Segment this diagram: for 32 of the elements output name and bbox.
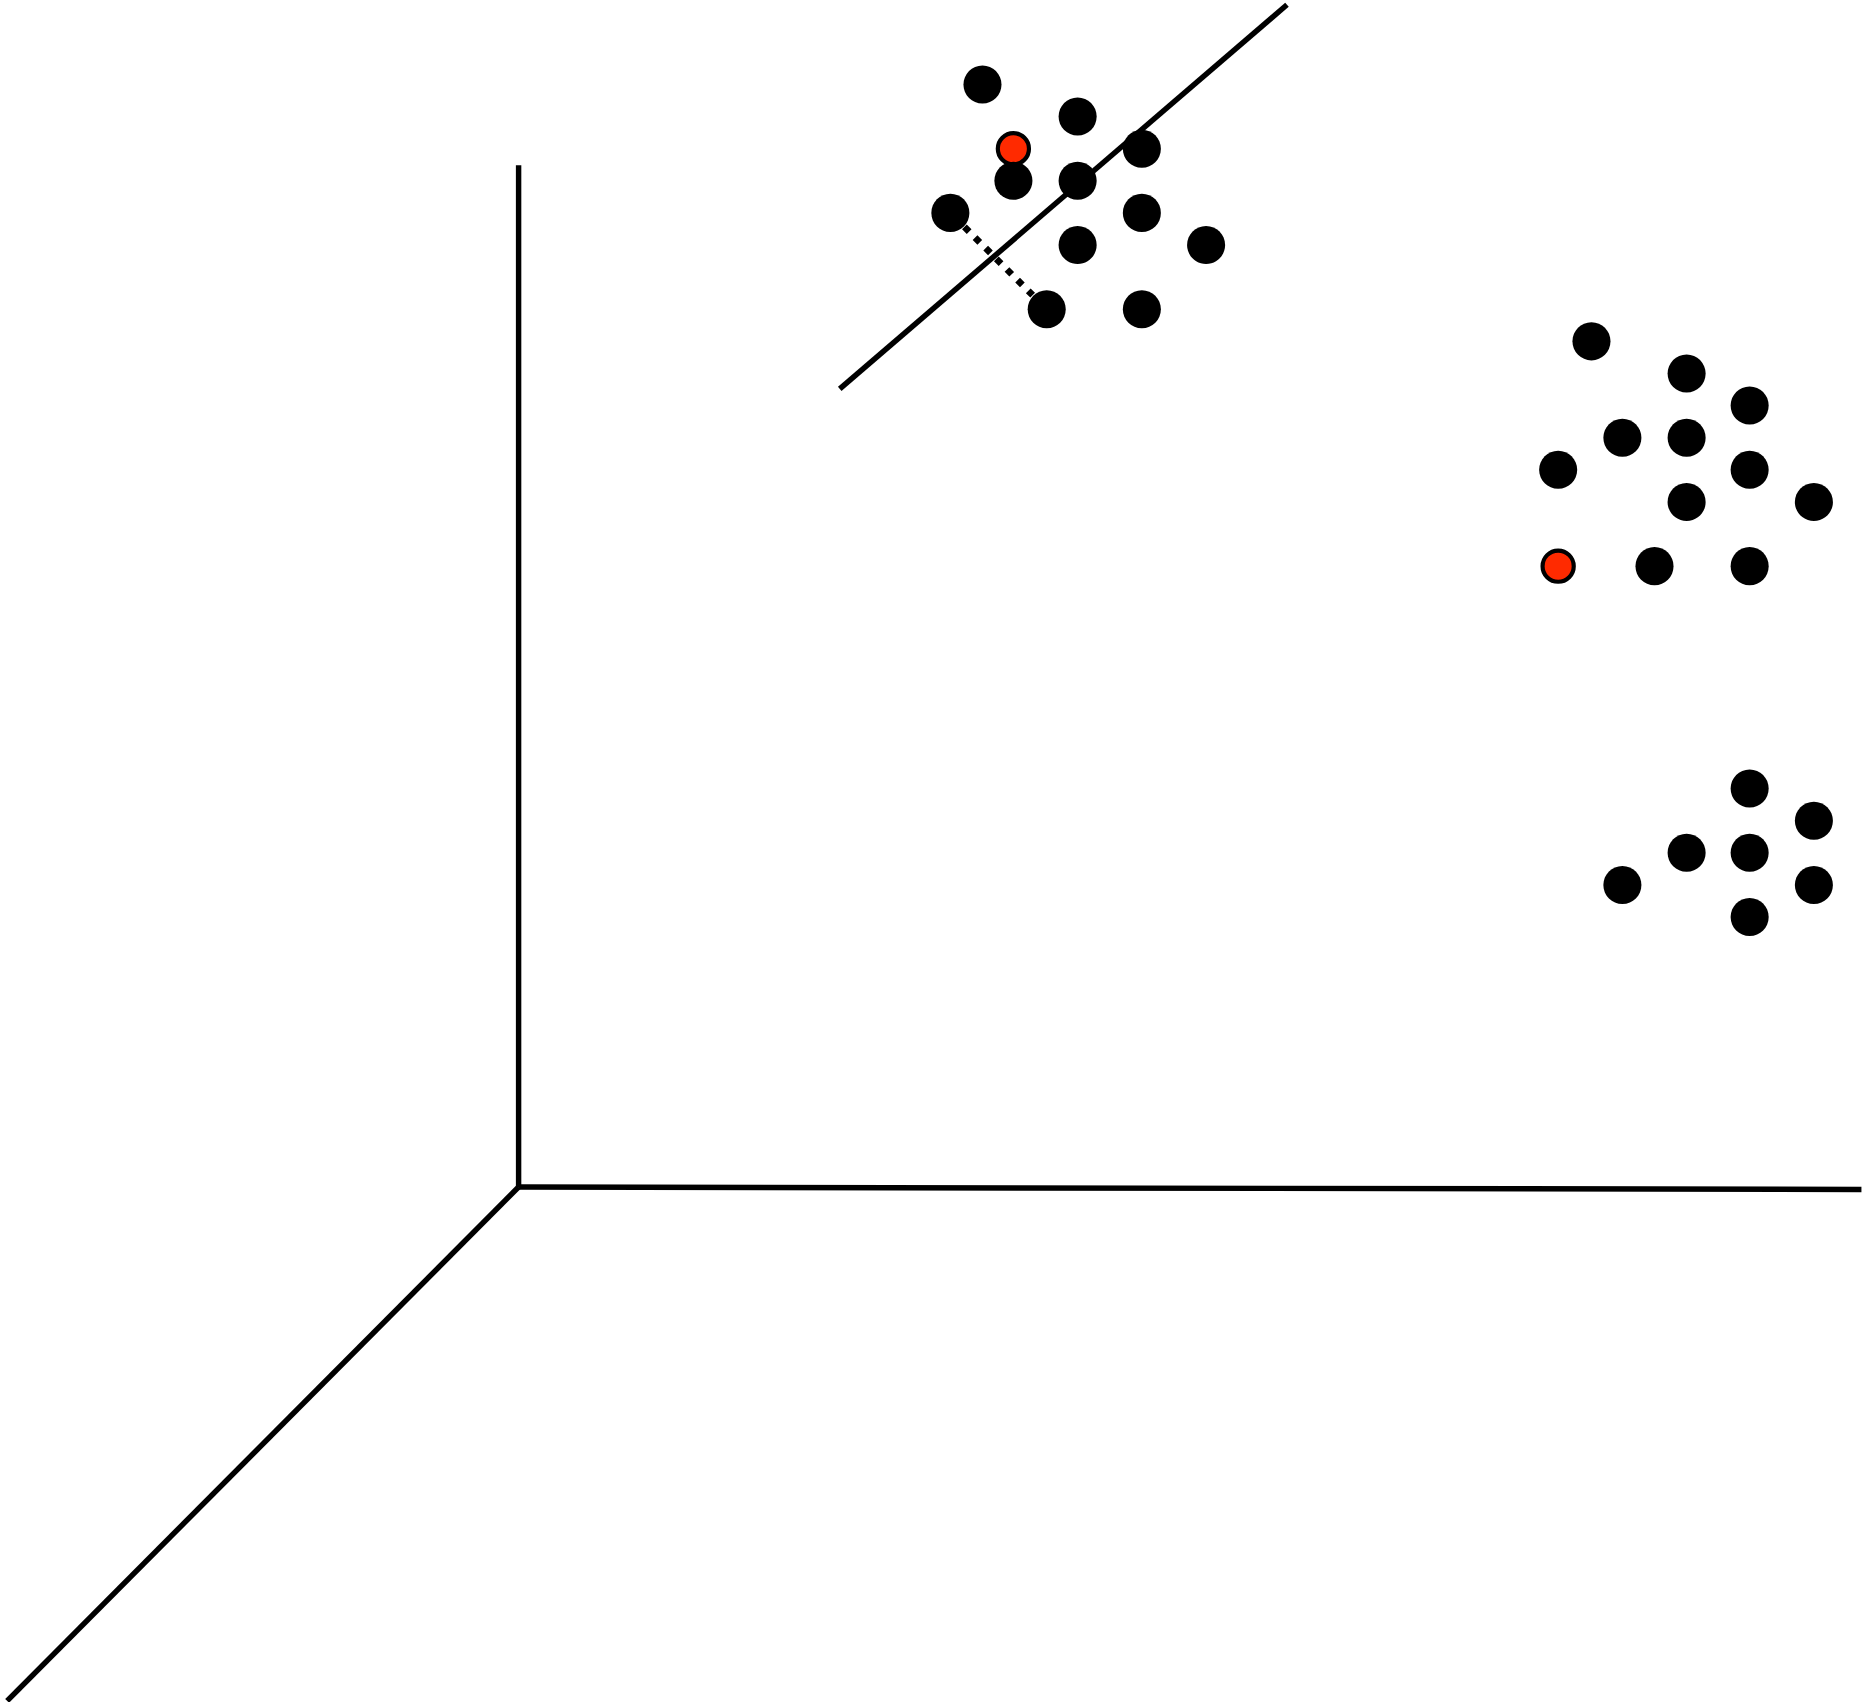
data-point [1730,898,1769,937]
data-point [1122,129,1161,168]
dotted-line [962,224,1035,298]
data-point [1572,322,1611,361]
data-point [1667,482,1706,521]
data-point [1794,865,1833,904]
data-point [1058,97,1097,136]
highlighted-point [1540,548,1576,584]
data-point [1603,418,1642,457]
data-point [1122,193,1161,232]
data-point [1667,833,1706,872]
data-point [1603,865,1642,904]
data-point [1667,418,1706,457]
data-point [1730,547,1769,586]
data-point [1730,450,1769,489]
data-point [1058,161,1097,200]
data-point [1730,833,1769,872]
data-point [1058,225,1097,264]
highlighted-point [995,130,1032,167]
data-point [931,193,970,232]
data-point [1635,547,1674,586]
data-point [1027,290,1066,329]
data-point [1730,769,1769,808]
data-point [1539,450,1578,489]
data-point [1187,225,1226,264]
data-point [963,65,1002,104]
data-point [1667,354,1706,393]
data-point [994,161,1033,200]
data-point [1122,290,1161,329]
data-point [1794,801,1833,840]
data-point [1794,482,1833,521]
data-point [1730,386,1769,425]
